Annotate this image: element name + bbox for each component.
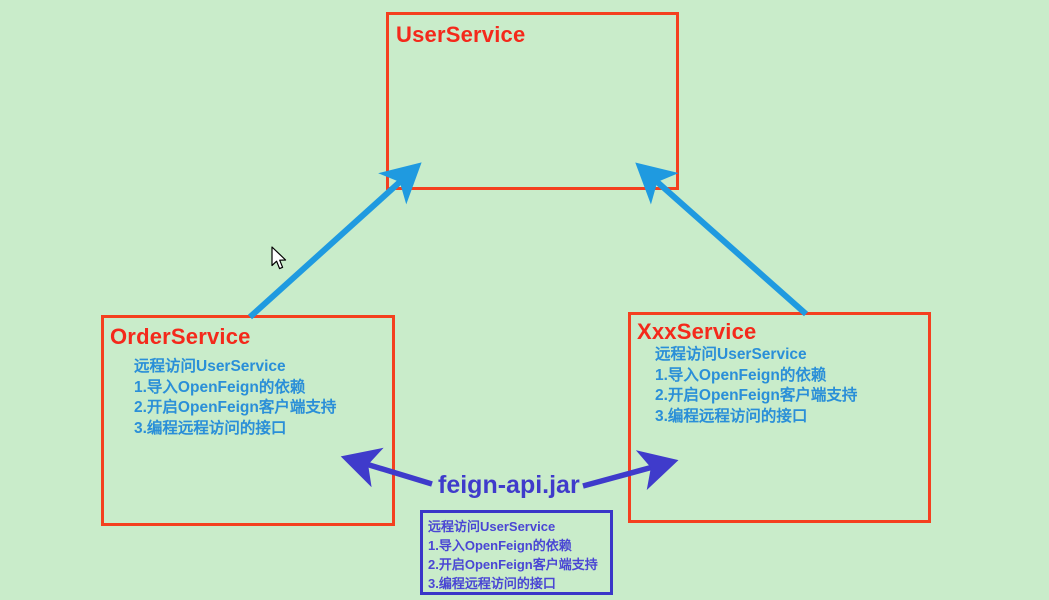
list-item: 远程访问UserService bbox=[134, 358, 286, 375]
list-item: 远程访问UserService bbox=[655, 346, 807, 363]
node-feign-api-items: 远程访问UserService 1.导入OpenFeign的依赖 2.开启Ope… bbox=[428, 517, 598, 593]
list-item: 3.编程远程访问的接口 bbox=[428, 576, 556, 591]
list-item: 1.导入OpenFeign的依赖 bbox=[655, 366, 827, 384]
list-item: 2.开启OpenFeign客户端支持 bbox=[655, 387, 858, 404]
mouse-pointer-icon bbox=[271, 246, 287, 270]
node-order-service-title: OrderService bbox=[110, 324, 251, 349]
node-user-service bbox=[386, 12, 679, 190]
list-item: 3.编程远程访问的接口 bbox=[655, 407, 808, 425]
list-item: 3.编程远程访问的接口 bbox=[134, 419, 287, 437]
list-item: 2.开启OpenFeign客户端支持 bbox=[428, 557, 598, 572]
feign-api-label: feign-api.jar bbox=[438, 471, 580, 499]
node-feign-api-jar bbox=[420, 510, 613, 595]
list-item: 1.导入OpenFeign的依赖 bbox=[134, 378, 306, 396]
list-item: 1.导入OpenFeign的依赖 bbox=[428, 538, 572, 553]
node-order-service-items: 远程访问UserService 1.导入OpenFeign的依赖 2.开启Ope… bbox=[134, 357, 336, 439]
node-xxx-service-items: 远程访问UserService 1.导入OpenFeign的依赖 2.开启Ope… bbox=[655, 345, 857, 427]
list-item: 远程访问UserService bbox=[428, 519, 556, 534]
node-user-service-title: UserService bbox=[396, 22, 526, 47]
arrow-xxx-to-user bbox=[635, 162, 808, 317]
list-item: 2.开启OpenFeign客户端支持 bbox=[134, 399, 337, 416]
node-xxx-service-title: XxxService bbox=[637, 319, 757, 344]
